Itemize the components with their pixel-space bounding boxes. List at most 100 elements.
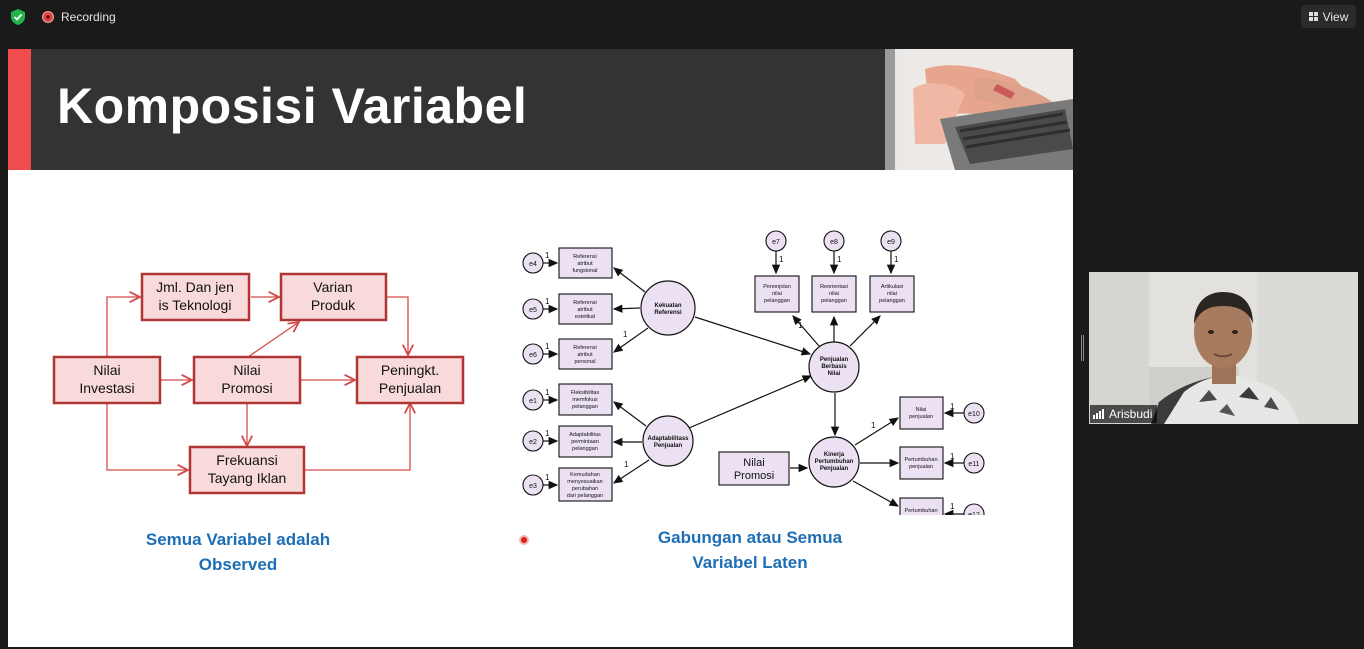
participant-video-tile[interactable]: Arisbudi bbox=[1089, 272, 1358, 424]
latent-kekuatan-1: Kekuatan bbox=[654, 303, 681, 309]
latent-caption-line1: Gabungan atau Semua bbox=[657, 528, 843, 547]
panel-resize-handle[interactable] bbox=[1081, 335, 1084, 361]
weight-e4: 1 bbox=[545, 251, 550, 260]
weight-e8: 1 bbox=[837, 255, 842, 264]
sem-latent-diagram: e4 e5 e6 e1 e2 e3 e7 e8 e9 e10 e11 e12 1… bbox=[522, 230, 985, 515]
ind-nilai-penjualan-1: Nilai bbox=[916, 407, 927, 413]
latent-kinerja-1: Kinerja bbox=[824, 452, 845, 458]
latent-adaptabilitas-2: Penjualan bbox=[654, 443, 683, 449]
node-promosi-line2: Promosi bbox=[221, 380, 272, 396]
ind-artikulasi-1: Artikulasi bbox=[881, 284, 903, 290]
grid-view-icon bbox=[1308, 12, 1318, 21]
slide-title: Komposisi Variabel bbox=[57, 78, 528, 134]
node-penjualan-line1: Peningkt. bbox=[381, 362, 439, 378]
node-varian-produk: Varian Produk bbox=[279, 272, 388, 322]
node-peningkt-penjualan: Peningkt. Penjualan bbox=[355, 355, 465, 405]
ind-adaptabilitas-2: permintaan bbox=[571, 439, 599, 445]
weight-e11: 1 bbox=[950, 452, 955, 461]
laser-pointer-cursor bbox=[519, 535, 529, 545]
laptop-typing-photo bbox=[885, 49, 1073, 170]
observed-caption: Semua Variabel adalah Observed bbox=[118, 527, 358, 577]
error-e6: e6 bbox=[529, 352, 537, 359]
node-frekuensi-iklan: Frekuansi Tayang Iklan bbox=[188, 445, 306, 495]
ind-fleksibilitas-1: Fleksibilitas bbox=[571, 390, 600, 396]
ind-kemudahan-2: menyesuaikan bbox=[567, 479, 602, 485]
view-button-label: View bbox=[1322, 9, 1349, 24]
latent-kekuatan-2: Referensi bbox=[654, 310, 682, 316]
node-frekuensi-line1: Frekuansi bbox=[216, 452, 277, 468]
slide-header: Komposisi Variabel bbox=[8, 49, 1073, 170]
error-e9: e9 bbox=[887, 239, 895, 246]
ind-kemudahan-4: dari pelanggan bbox=[567, 493, 603, 499]
latent-caption-line2: Variabel Laten bbox=[692, 553, 808, 572]
observed-path-diagram: Jml. Dan jen is Teknologi Varian Produk … bbox=[52, 272, 465, 495]
latent-caption: Gabungan atau Semua Variabel Laten bbox=[630, 525, 870, 575]
error-e8: e8 bbox=[830, 239, 838, 246]
ind-pert-pelanggan-1: Pertumbuhan bbox=[904, 508, 937, 514]
latent-penjualan-3: Nilai bbox=[828, 371, 841, 377]
ind-penonjolan-2: nilai bbox=[772, 291, 782, 297]
node-nilai-promosi: Nilai Promosi bbox=[192, 355, 302, 405]
ind-pert-penjualan-1: Pertumbuhan bbox=[904, 457, 937, 463]
observed-caption-line2: Observed bbox=[198, 555, 278, 574]
weight-e12: 1 bbox=[950, 502, 955, 511]
shared-slide: Komposisi Variabel bbox=[8, 49, 1073, 647]
weight-adaptabilitas: 1 bbox=[624, 460, 629, 469]
node-jml-teknologi: Jml. Dan jen is Teknologi bbox=[140, 272, 251, 322]
node-investasi-line1: Nilai bbox=[93, 362, 120, 378]
ind-fleksibilitas-3: pelanggan bbox=[572, 404, 598, 410]
weight-kinerja: 1 bbox=[871, 421, 876, 430]
ind-adaptabilitas-3: pelanggan bbox=[572, 446, 598, 452]
ind-ref-estetikal-3: estetikal bbox=[575, 314, 595, 320]
node-varian-line2: Produk bbox=[311, 297, 356, 313]
node-jml-line2: is Teknologi bbox=[159, 297, 232, 313]
error-e2: e2 bbox=[529, 439, 537, 446]
ind-pert-penjualan-2: penjualan bbox=[909, 464, 933, 470]
ind-fleksibilitas-2: memfokus bbox=[572, 397, 598, 403]
ind-ref-fungsional-3: fungsional bbox=[572, 268, 597, 274]
ind-ref-estetikal-1: Referensi bbox=[573, 300, 597, 306]
ind-penonjolan-1: Penonjolan bbox=[763, 284, 791, 290]
ind-ref-personal-3: personal bbox=[574, 359, 595, 365]
view-button[interactable]: View bbox=[1301, 5, 1356, 28]
ind-ref-fungsional-1: Referensi bbox=[573, 254, 597, 260]
error-e12: e12 bbox=[968, 512, 980, 515]
latent-penjualan-2: Berbasis bbox=[821, 364, 847, 370]
observed-caption-line1: Semua Variabel adalah bbox=[145, 530, 331, 549]
weight-e6: 1 bbox=[545, 342, 550, 351]
recording-dot-icon bbox=[42, 11, 54, 23]
error-e10: e10 bbox=[968, 411, 980, 418]
weight-kekuatan: 1 bbox=[623, 330, 628, 339]
ind-adaptabilitas-1: Adaptabilitas bbox=[569, 432, 601, 438]
connection-signal-icon bbox=[1093, 409, 1104, 419]
meeting-top-bar: Recording View bbox=[0, 0, 1364, 34]
error-e7: e7 bbox=[772, 239, 780, 246]
security-shield-icon[interactable] bbox=[9, 8, 27, 26]
node-varian-line1: Varian bbox=[313, 279, 352, 295]
sem-nilai-promosi-2: Promosi bbox=[734, 470, 774, 482]
error-e4: e4 bbox=[529, 261, 537, 268]
weight-e3: 1 bbox=[545, 473, 550, 482]
latent-kinerja-2: Pertumbuhan bbox=[815, 459, 854, 465]
ind-ref-fungsional-2: atribut bbox=[577, 261, 593, 267]
node-nilai-investasi: Nilai Investasi bbox=[52, 355, 162, 405]
ind-kemudahan-1: Kemudahan bbox=[570, 472, 600, 478]
weight-e5: 1 bbox=[545, 297, 550, 306]
ind-nilai-penjualan-2: penjualan bbox=[909, 414, 933, 420]
node-penjualan-line2: Penjualan bbox=[379, 380, 441, 396]
latent-adaptabilitas-1: Adaptabilitass bbox=[647, 436, 689, 442]
error-e3: e3 bbox=[529, 483, 537, 490]
ind-ref-personal-1: Referensi bbox=[573, 345, 597, 351]
error-e5: e5 bbox=[529, 307, 537, 314]
recording-indicator[interactable]: Recording bbox=[42, 7, 116, 27]
header-accent-bar bbox=[8, 49, 31, 170]
recording-label: Recording bbox=[61, 10, 116, 24]
node-jml-line1: Jml. Dan jen bbox=[156, 279, 234, 295]
ind-ref-estetikal-2: atribut bbox=[577, 307, 593, 313]
ind-reorientasi-1: Reorientasi bbox=[820, 284, 848, 290]
ind-reorientasi-3: pelanggan bbox=[821, 298, 847, 304]
error-e11: e11 bbox=[968, 461, 979, 468]
participant-video-frame bbox=[1089, 272, 1358, 424]
latent-penjualan-1: Penjualan bbox=[820, 357, 849, 363]
sem-nilai-promosi: Nilai Promosi bbox=[718, 451, 790, 486]
